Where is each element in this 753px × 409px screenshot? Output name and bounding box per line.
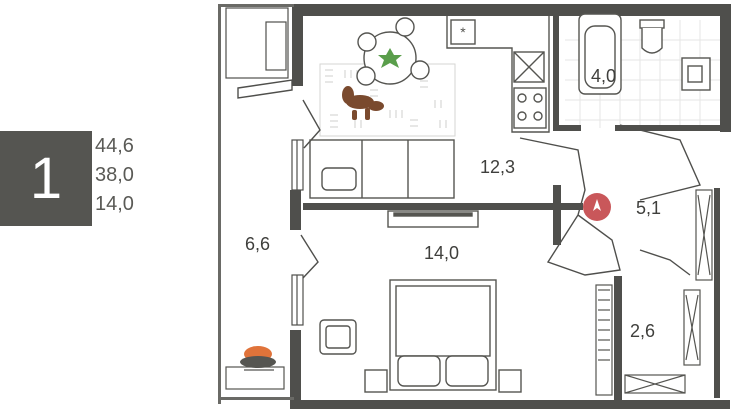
plant-icon	[378, 48, 402, 68]
svg-text:*: *	[460, 24, 466, 40]
room-area: 14,0	[95, 193, 134, 215]
balcony-chair-icon	[240, 346, 276, 368]
total-area: 44,6	[95, 135, 134, 157]
area-summary: 44,6 38,0 14,0	[95, 132, 134, 219]
room-label-balcony: 6,6	[245, 234, 270, 254]
balcony-furniture	[225, 366, 285, 390]
sofa	[309, 139, 455, 199]
windows	[225, 7, 304, 326]
bed	[364, 279, 522, 393]
room-label-bathroom: 4,0	[591, 66, 616, 86]
room-label-bedroom: 14,0	[424, 243, 459, 263]
walls	[218, 4, 731, 409]
bathroom-fixtures	[578, 13, 711, 95]
room-label-kitchen: 12,3	[480, 157, 515, 177]
closet-shelving	[595, 189, 713, 396]
room-count-badge: 1	[0, 131, 92, 226]
tv-console	[387, 210, 479, 228]
dog-icon	[342, 86, 384, 120]
doors	[237, 79, 701, 279]
living-area: 38,0	[95, 164, 134, 186]
entrance-marker-icon	[583, 193, 611, 221]
room-label-closet: 2,6	[630, 321, 655, 341]
room-label-hallway: 5,1	[636, 198, 661, 218]
desk-chair	[319, 319, 357, 355]
